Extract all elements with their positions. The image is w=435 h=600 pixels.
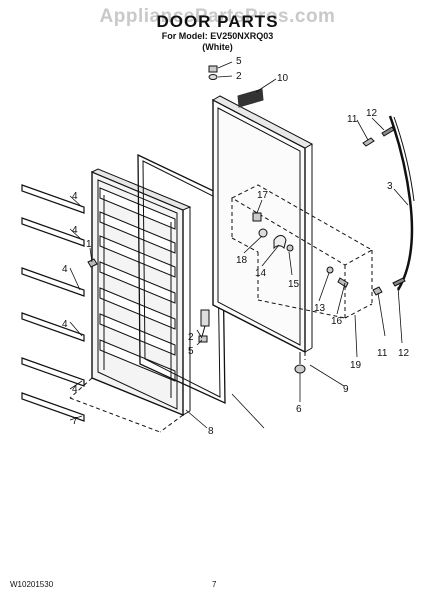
callout-1: 1 — [86, 239, 92, 250]
callout-4-e: 4 — [72, 384, 78, 395]
callout-12-top: 12 — [366, 108, 378, 119]
callout-12-bottom: 12 — [398, 348, 410, 359]
callout-4-d: 4 — [62, 319, 68, 330]
door-gasket — [137, 153, 226, 405]
model-label-decal — [237, 88, 264, 108]
hinge-assembly-outline — [230, 184, 374, 319]
callout-4-f: 7 — [72, 416, 78, 427]
callout-10: 10 — [277, 73, 289, 84]
callout-5-bottom: 5 — [188, 346, 194, 357]
callout-6: 6 — [296, 404, 302, 415]
callout-7: 8 — [208, 426, 214, 437]
callout-leaders — [69, 61, 409, 429]
model-line: For Model: EV250NXRQ03 — [161, 31, 274, 41]
watermark: AppliancePartsPros.com — [99, 6, 336, 27]
shelf-retainer-strips — [21, 184, 85, 422]
handle-screws-bottom — [372, 277, 406, 296]
hinge-cam-parts — [252, 212, 349, 288]
callout-16: 16 — [331, 316, 343, 327]
assembly-leaders — [69, 352, 306, 433]
callout-2-bottom: 2 — [188, 332, 194, 343]
page-title: DOOR PARTS — [156, 12, 279, 31]
callout-3: 3 — [387, 181, 393, 192]
outer-door — [211, 95, 314, 354]
callout-numbers: 5 2 10 12 11 3 17 4 4 1 18 14 15 4 13 16… — [62, 56, 410, 437]
callout-14: 14 — [255, 268, 267, 279]
callout-5-top: 5 — [236, 56, 242, 67]
callout-11-bottom: 11 — [377, 348, 388, 359]
callout-18: 18 — [236, 255, 248, 266]
callout-9: 9 — [343, 384, 349, 395]
top-hinge-pin — [208, 65, 218, 73]
callout-2-top: 2 — [236, 71, 242, 82]
callout-4-b: 4 — [72, 225, 78, 236]
page-number: 7 — [212, 580, 217, 589]
callout-11-top: 11 — [347, 114, 358, 125]
variant-line: (White) — [202, 42, 233, 52]
callout-4-c: 4 — [62, 264, 68, 275]
callout-19: 19 — [350, 360, 362, 371]
callout-17: 17 — [257, 190, 269, 201]
callout-4-a: 4 — [72, 191, 78, 202]
door-bottom-bushing — [294, 352, 306, 374]
part-number: W10201530 — [10, 580, 54, 589]
callout-15: 15 — [288, 279, 300, 290]
handle-screws-top — [362, 126, 395, 147]
top-bushing — [208, 74, 218, 80]
door-handle — [388, 115, 415, 291]
callout-13: 13 — [314, 303, 326, 314]
